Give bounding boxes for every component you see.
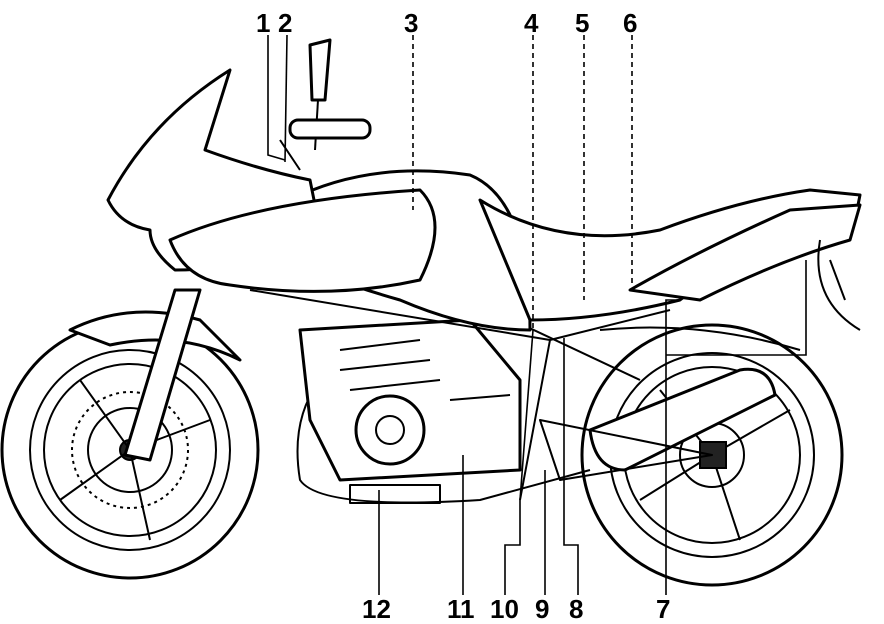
callout-9: 9 — [535, 594, 550, 624]
rear-cowl — [628, 203, 862, 302]
callout-10: 10 — [490, 594, 519, 624]
muffler — [588, 367, 777, 472]
front-fork — [123, 288, 202, 462]
callout-3: 3 — [404, 8, 419, 38]
callout-8: 8 — [569, 594, 584, 624]
callout-4: 4 — [524, 8, 539, 38]
callout-11: 11 — [447, 594, 475, 624]
side-cowl — [168, 188, 437, 293]
rear-fender — [599, 326, 801, 351]
leader-lines — [267, 34, 807, 595]
license-bracket — [817, 239, 861, 331]
callout-6: 6 — [623, 8, 638, 38]
callout-12: 12 — [362, 594, 391, 624]
callout-7: 7 — [656, 594, 671, 624]
front-fender — [68, 310, 242, 362]
swingarm — [539, 419, 713, 481]
callout-1: 1 — [256, 8, 271, 38]
engine — [298, 318, 522, 504]
handlebar-mirror — [279, 38, 372, 171]
callout-2: 2 — [278, 8, 293, 38]
callout-5: 5 — [575, 8, 590, 38]
